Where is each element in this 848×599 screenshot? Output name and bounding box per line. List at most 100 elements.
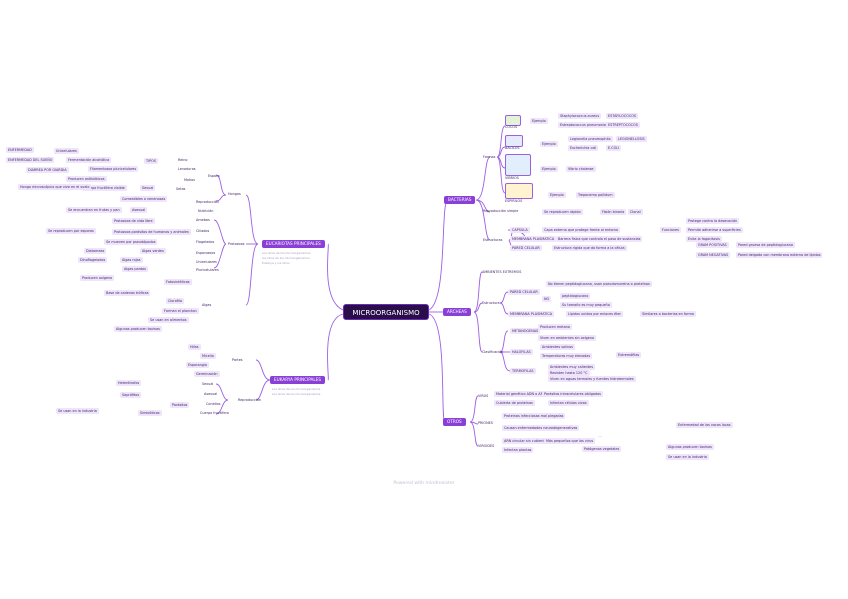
leaf[interactable]: ARN circular sin cubierta [502,438,548,444]
tag[interactable]: ESTAFILOCOCOS [606,113,639,119]
topic-vibrios[interactable]: VIBRIOS [505,176,519,180]
leaf[interactable]: Vibrio cholerae [566,166,596,172]
leaf[interactable]: Se usan en la industria [56,408,99,414]
topic-clasificacion[interactable]: Clasificación [482,350,504,354]
leaf[interactable]: Infectan plantas [502,447,534,453]
leaf[interactable]: Sexual [140,185,156,191]
topic-mohos[interactable]: Mohos [184,178,195,182]
leaf[interactable]: Escherichia coli [568,145,599,151]
leaf[interactable]: Saprófitos [120,392,142,398]
topic-pluricelulares[interactable]: Pluricelulares [196,268,219,272]
topic-membrana[interactable]: MEMBRANA PLASMATICA [510,236,557,242]
tag[interactable]: Algunos producen toxinas [666,444,714,450]
leaf[interactable]: Similares a bacterias en forma [640,311,696,317]
leaf[interactable]: NO [542,296,552,302]
leaf[interactable]: Se usan en alimentos [148,317,189,323]
tag[interactable]: Extremófilas [616,352,642,358]
leaf[interactable]: Su tamaño es muy pequeño [560,302,612,308]
leaf[interactable]: Resisten hasta 120 °C [548,370,590,376]
topic-ciliados[interactable]: Ciliados [196,229,210,233]
leaf[interactable]: peptidoglucano [560,293,591,299]
topic-esporozoos[interactable]: Esporozoos [196,251,216,255]
tag[interactable]: GRAM NEGATIVAS [696,252,731,258]
leaf[interactable]: Estructura rígida que da forma a la célu… [552,245,627,251]
topic-sexual[interactable]: Sexual [202,382,214,386]
topic-capsula[interactable]: CAPSULA [510,227,530,233]
topic-pared[interactable]: PARED CELULAR [508,289,540,295]
branch-eucariontes[interactable]: EUCARIOTAS PRINCIPALES [262,240,325,248]
topic-formas[interactable]: Formas [483,155,496,159]
leaf[interactable]: Enfermedad de las vacas locas [676,422,733,428]
leaf[interactable]: Staphylococcus aureus [558,113,602,119]
leaf[interactable]: No tienen peptidoglucano, usan pseudomur… [546,281,652,287]
topic-cocos[interactable]: COCOS [505,125,518,129]
leaf[interactable]: Micelio [200,353,216,359]
leaf[interactable]: Filamentosos pluricelulares [88,166,139,172]
leaf[interactable]: Fisión binaria [600,209,627,215]
tag[interactable]: ESTREPTOCOCOS [606,122,640,128]
leaf[interactable]: Cubierta de proteínas [494,400,535,406]
topic-bacilos[interactable]: BACILOS [505,146,520,150]
topic-espirilos[interactable]: ESPIRILOS [505,199,523,203]
topic-reproduccion[interactable]: Reproducción simple [483,209,519,213]
root-topic[interactable]: MICROORGANISMO [343,304,429,320]
tag[interactable]: Se usan en la industria [666,454,709,460]
leaf[interactable]: Algunos producen toxinas [114,326,162,332]
leaf-example[interactable]: Ejemplo [540,166,558,172]
leaf-example[interactable]: Ejemplo [548,192,566,198]
leaf[interactable]: Cuerpo fructífero visible [82,185,127,191]
leaf[interactable]: Producen antibióticos [66,176,107,182]
leaf[interactable]: Algas rojas [120,257,143,263]
leaf[interactable]: Causan enfermedades neurodegenerativas [502,425,580,431]
branch-bacterias[interactable]: BACTERIAS [444,196,476,204]
topic-priones[interactable]: PRIONES [478,421,493,425]
leaf[interactable]: Patógenos vegetales [582,446,622,452]
topic-viroides[interactable]: VIROIDES [478,444,495,448]
leaf[interactable]: Viven en aguas termales y fuentes hidrot… [548,376,636,382]
leaf[interactable] [598,436,602,438]
topic-algas[interactable]: Algas [202,303,212,307]
leaf[interactable]: Fotosintéticas [164,279,192,285]
topic-reino[interactable]: Reino [178,158,188,162]
topic-metanogenas[interactable]: METANOGENAS [510,328,541,334]
leaf[interactable]: Se mueven por pseudópodos [104,239,158,245]
topic-flagelados[interactable]: Flagelados [196,240,215,244]
topic-conidios[interactable]: Conidios [206,402,221,406]
leaf[interactable]: Producen metano [538,324,572,330]
branch-otros[interactable]: OTROS [443,418,466,426]
leaf[interactable]: Hongo microscópico que vive en el suelo [18,184,92,190]
leaf-example[interactable]: Ejemplo [540,141,558,147]
topic-ambientes[interactable]: AMBIENTES EXTREMOS [482,270,522,274]
leaf[interactable]: Dinoflagelados [78,257,108,263]
topic-termofilas[interactable]: TERMOFILAS [510,368,536,374]
leaf[interactable]: Material genético ADN o ARN [494,391,548,397]
leaf[interactable]: Simbióticos [138,410,162,416]
leaf[interactable]: Viven en ambientes sin oxígeno [538,335,597,341]
tag[interactable]: Clonal [628,209,643,215]
branch-archeas[interactable]: ARCHEAS [443,308,471,316]
topic-reproduccion[interactable]: Reproducción [196,200,220,204]
tag[interactable]: GRAM POSITIVAS [696,242,729,248]
leaf[interactable]: Capa externa que protege frente al entor… [542,227,621,233]
leaf-example[interactable]: Ejemplo [530,118,548,124]
branch-eukarya[interactable]: EUKARYA PRINCIPALES [270,376,326,384]
topic-unicelulares[interactable]: Unicelulares [196,260,217,264]
leaf[interactable]: Producen oxígeno [80,275,115,281]
leaf[interactable]: Esporangio [186,362,209,368]
leaf[interactable]: Parásitos intracelulares obligados [542,391,603,397]
leaf[interactable]: Forman el plancton [162,308,199,314]
leaf[interactable]: Algas pardas [122,266,148,272]
leaf[interactable]: Parásitos [170,402,190,408]
leaf[interactable]: Permite adherirse a superficies [686,227,743,233]
leaf[interactable]: Diatomeas [84,248,107,254]
leaf[interactable]: Se encuentran en frutas y pan [66,207,122,213]
leaf[interactable]: Base de cadenas tróficas [104,290,151,296]
tag[interactable]: ENFERMEDAD [6,147,34,153]
leaf[interactable]: Se reproducen rápido [542,209,583,215]
topic-espora[interactable]: Espora [208,174,220,178]
leaf[interactable]: Clorofila [166,298,184,304]
topic-setas[interactable]: Setas [176,187,186,191]
leaf[interactable]: Heterótrofos [116,380,142,386]
topic-virus[interactable]: VIRUS [478,394,489,398]
topic-hongos[interactable]: Hongos [228,192,241,196]
